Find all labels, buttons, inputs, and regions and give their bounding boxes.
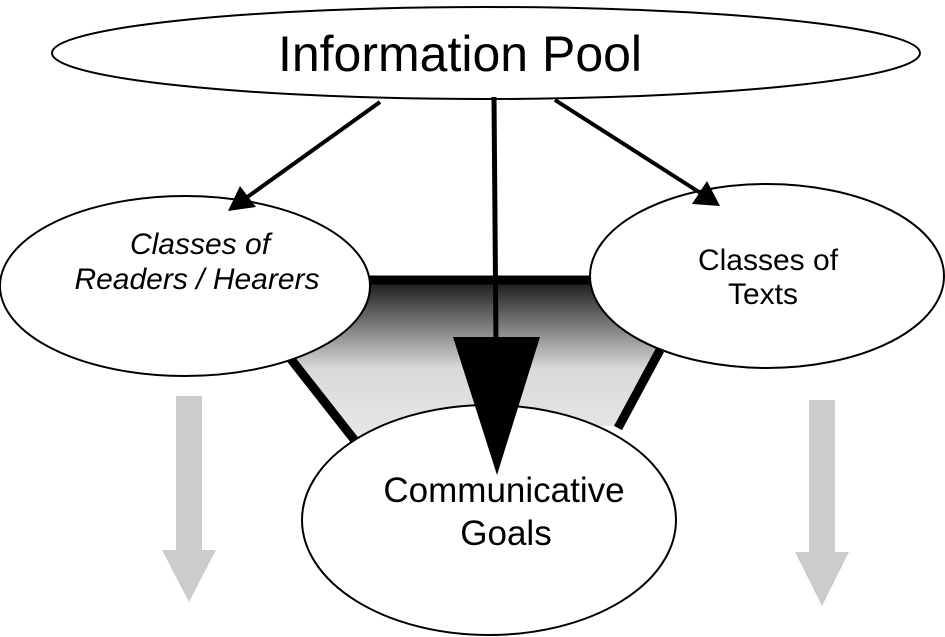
communicative-goals-label-line1: Communicative xyxy=(383,471,624,510)
arrow-to-goals xyxy=(453,96,540,475)
communicative-goals-label-line2: Goals xyxy=(460,514,551,553)
texts-label-line2: Texts xyxy=(728,278,798,311)
information-pool-label: Information Pool xyxy=(278,26,642,82)
node-information-pool xyxy=(51,6,921,100)
readers-hearers-label-line2: Readers / Hearers xyxy=(74,263,319,296)
arrow-to-readers xyxy=(228,100,382,211)
funnel-left-edge xyxy=(286,355,360,445)
node-texts xyxy=(589,183,945,369)
gray-arrow-right xyxy=(795,400,849,606)
arrow-to-texts xyxy=(553,98,720,206)
texts-label-line1: Classes of xyxy=(698,244,839,277)
node-readers-hearers xyxy=(0,195,371,377)
funnel-right-edge xyxy=(614,347,664,431)
gray-arrow-left xyxy=(162,396,216,602)
readers-hearers-label-line1: Classes of xyxy=(130,228,273,261)
